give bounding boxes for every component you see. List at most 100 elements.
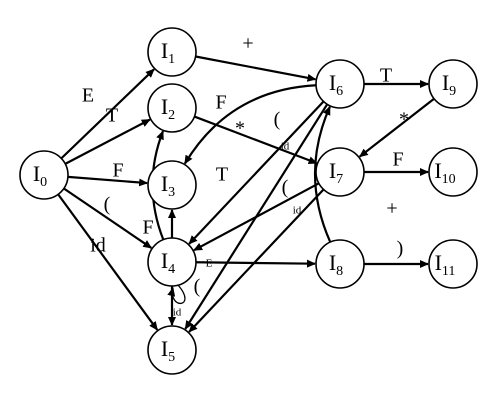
state-node-i3: I3 (147, 160, 197, 210)
state-node-i5: I5 (147, 325, 197, 375)
state-letter: I (161, 248, 168, 273)
transition-label: F (112, 160, 123, 182)
transition-label: ( (282, 177, 289, 199)
state-circle (315, 59, 365, 109)
transition-i6-to-i3 (183, 84, 317, 165)
transition-i6-to-i4 (188, 100, 325, 245)
state-letter: I (33, 161, 40, 186)
state-circle (147, 27, 197, 77)
state-subscript: 10 (442, 172, 456, 187)
transition-i8-to-i6 (313, 105, 332, 243)
state-circle (147, 237, 197, 287)
transition-label: * (235, 118, 245, 140)
state-letter: I (161, 94, 168, 119)
state-letter: I (329, 158, 336, 183)
state-label: I3 (161, 171, 175, 200)
state-letter: I (329, 250, 336, 275)
state-subscript: 6 (336, 84, 343, 99)
transition-i2-to-i7 (194, 115, 318, 165)
state-node-i7: I7 (315, 147, 365, 197)
transition-i0-to-i5 (57, 193, 159, 331)
state-node-i6: I6 (315, 59, 365, 109)
state-label: I1 (161, 38, 175, 67)
state-label: I10 (434, 158, 455, 187)
state-label: I9 (442, 70, 456, 99)
transition-label: F (392, 149, 403, 171)
state-subscript: 3 (168, 185, 175, 200)
transition-label: id (90, 235, 106, 257)
transition-label: ) (397, 238, 404, 260)
transition-i0-to-i1 (60, 68, 155, 160)
transition-i7-to-i4 (193, 182, 320, 252)
transition-label: T (106, 105, 118, 127)
state-subscript: 1 (168, 52, 175, 67)
state-circle (428, 147, 478, 197)
state-letter: I (161, 336, 168, 361)
transition-i0-to-i2 (64, 118, 151, 165)
state-label: I6 (329, 70, 343, 99)
transition-label: + (242, 33, 253, 55)
state-letter: I (161, 171, 168, 196)
state-letter: I (434, 158, 441, 183)
transition-label: + (386, 198, 397, 220)
state-label: I0 (33, 161, 47, 190)
state-circle (428, 239, 478, 289)
transition-i9-to-i7 (358, 97, 435, 158)
transition-label: T (216, 164, 228, 186)
state-node-i0: I0 (19, 150, 69, 200)
state-letter: I (161, 38, 168, 63)
transition-label: F (142, 217, 153, 239)
state-label: I8 (329, 250, 343, 279)
transition-label: F (215, 92, 226, 114)
transition-i4-to-i4 (167, 284, 186, 305)
state-circle (19, 150, 69, 200)
state-letter: I (329, 70, 336, 95)
state-subscript: 7 (336, 172, 343, 187)
state-subscript: 2 (168, 108, 175, 123)
transition-label: * (399, 109, 409, 131)
transition-i0-to-i3 (67, 175, 149, 187)
state-subscript: 4 (168, 262, 175, 277)
transition-label: E (206, 258, 213, 270)
state-subscript: 8 (336, 264, 343, 279)
state-circle (147, 325, 197, 375)
state-label: I11 (435, 250, 456, 279)
state-letter: I (442, 70, 449, 95)
state-letter: I (435, 250, 442, 275)
state-circle (315, 147, 365, 197)
state-label: I7 (329, 158, 343, 187)
transitions-layer (57, 55, 435, 333)
state-subscript: 9 (449, 84, 456, 99)
transition-label: T (380, 65, 392, 87)
state-node-i2: I2 (147, 83, 197, 133)
state-label: I4 (161, 248, 175, 277)
transition-label: ( (194, 276, 201, 298)
state-label: I2 (161, 94, 175, 123)
state-subscript: 5 (168, 350, 175, 365)
state-label: I5 (161, 336, 175, 365)
state-subscript: 11 (442, 264, 455, 279)
state-circle (315, 239, 365, 289)
transition-i1-to-i6 (195, 55, 317, 82)
transition-i0-to-i4 (63, 187, 153, 249)
transition-label: id (173, 307, 182, 319)
state-node-i11: I11 (428, 239, 478, 289)
state-node-i9: I9 (428, 59, 478, 109)
state-node-i8: I8 (315, 239, 365, 289)
transition-label: ( (274, 109, 281, 131)
state-node-i1: I1 (147, 27, 197, 77)
state-node-i4: I4 (147, 237, 197, 287)
transition-label: id (281, 141, 290, 153)
transition-label: ( (104, 194, 111, 216)
transition-label: E (82, 85, 94, 107)
state-subscript: 0 (40, 175, 47, 190)
transition-label: id (293, 205, 302, 217)
state-node-i10: I10 (428, 147, 478, 197)
state-circle (147, 160, 197, 210)
transition-i7-to-i5 (188, 188, 325, 333)
state-circle (147, 83, 197, 133)
state-circle (428, 59, 478, 109)
